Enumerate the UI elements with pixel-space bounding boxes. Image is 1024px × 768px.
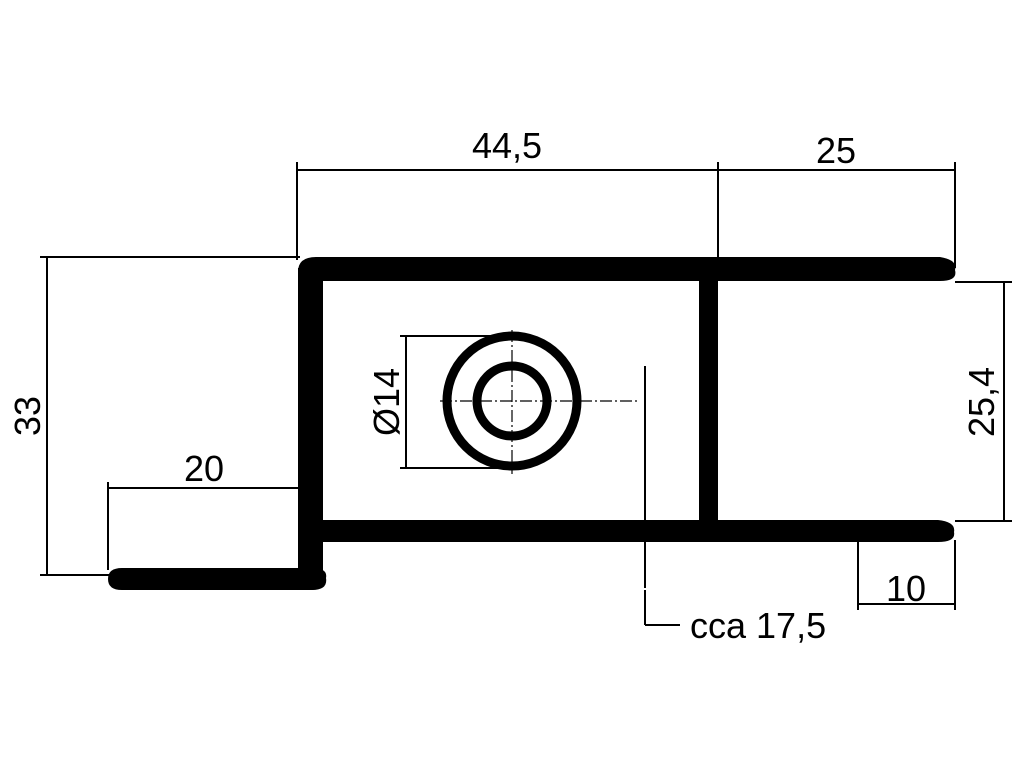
dimension-label-width-right: 25 [816, 130, 856, 171]
dimension-label-inner-height: 25,4 [961, 367, 1002, 437]
profile-outline [108, 257, 956, 590]
dimension-label-hole-diameter: Ø14 [366, 368, 407, 436]
dimension-label-hole-offset: cca 17,5 [690, 605, 826, 646]
dimension-label-width-left: 44,5 [472, 125, 542, 166]
dimension-label-flange-width: 20 [184, 448, 224, 489]
dimension-lines [40, 162, 1012, 626]
dimension-label-height-total: 33 [7, 396, 48, 436]
dimension-label-bottom-gap: 10 [886, 568, 926, 609]
